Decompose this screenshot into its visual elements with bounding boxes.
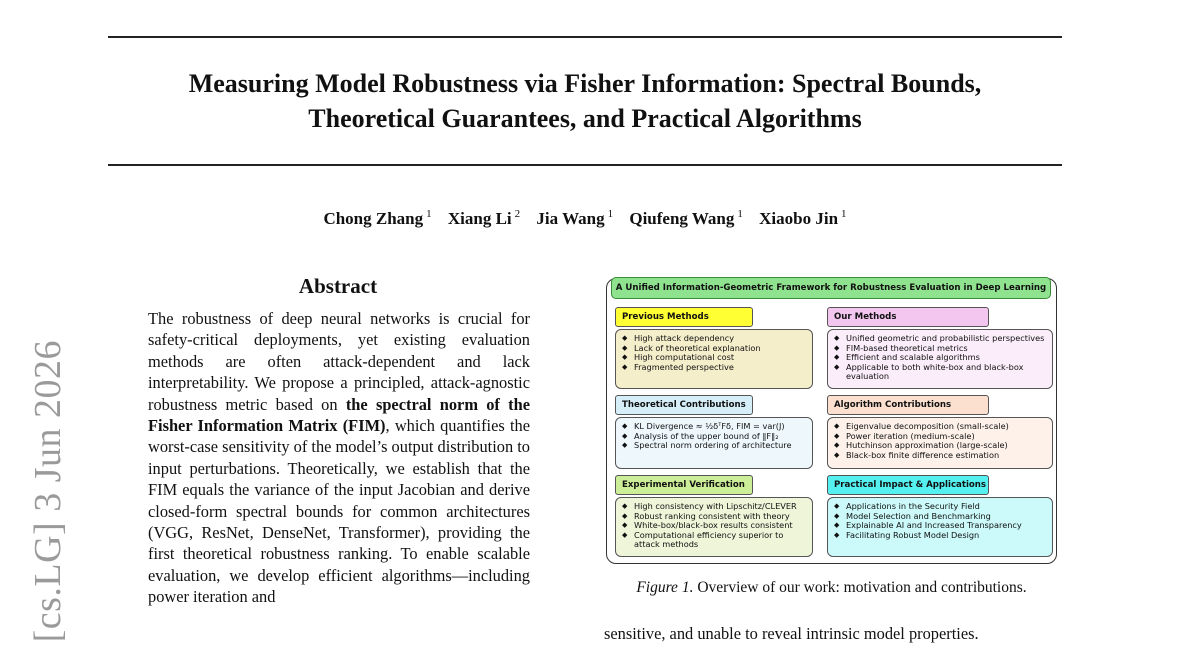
experimental-verification-tag: Experimental Verification bbox=[615, 475, 753, 495]
bullet-item: Spectral norm ordering of architecture bbox=[622, 441, 808, 451]
abstract-heading: Abstract bbox=[298, 274, 378, 298]
practical-impact-panel: Applications in the Security FieldModel … bbox=[827, 497, 1053, 557]
bullet-item: Explainable AI and Increased Transparenc… bbox=[834, 521, 1048, 531]
bullet-item: Lack of theoretical explanation bbox=[622, 343, 808, 354]
bullet-item: Black-box finite difference estimation bbox=[834, 450, 1048, 461]
bullet-item: Applicable to both white-box and black-b… bbox=[834, 362, 1048, 382]
bullet-item: Facilitating Robust Model Design bbox=[834, 530, 1048, 541]
bullet-item: Eigenvalue decomposition (small-scale) bbox=[834, 421, 1048, 432]
title-line-1: Measuring Model Robustness via Fisher In… bbox=[188, 69, 982, 98]
figure-header: A Unified Information-Geometric Framewor… bbox=[611, 277, 1051, 299]
previous-methods-tag: Previous Methods bbox=[615, 307, 753, 327]
our-methods-tag: Our Methods bbox=[827, 307, 989, 327]
algorithm-contributions-panel: Eigenvalue decomposition (small-scale)Po… bbox=[827, 417, 1053, 469]
bullet-item: Computational efficiency superior to att… bbox=[622, 530, 808, 550]
figure-caption: Figure 1. Overview of our work: motivati… bbox=[636, 579, 1027, 596]
bullet-item: Hutchinson approximation (large-scale) bbox=[834, 441, 1048, 451]
figure-label: Figure 1. bbox=[636, 579, 694, 596]
top-rule bbox=[108, 36, 1062, 38]
bullet-item: High attack dependency bbox=[622, 333, 808, 344]
our-methods-panel: Unified geometric and probabilistic pers… bbox=[827, 329, 1053, 389]
bullet-item: Analysis of the upper bound of ‖F‖₂ bbox=[622, 431, 808, 442]
right-column-text: sensitive, and unable to reveal intrinsi… bbox=[604, 624, 979, 643]
bullet-item: White-box/black-box results consistent bbox=[622, 521, 808, 531]
theoretical-contributions-panel: KL Divergence ≈ ½δᵀFδ, FIM = var(J)Analy… bbox=[615, 417, 813, 469]
bullet-item: KL Divergence ≈ ½δᵀFδ, FIM = var(J) bbox=[622, 421, 808, 432]
bullet-item: High computational cost bbox=[622, 353, 808, 363]
bullet-item: Model Selection and Benchmarking bbox=[834, 511, 1048, 522]
bullet-item: High consistency with Lipschitz/CLEVER bbox=[622, 501, 808, 512]
bottom-rule bbox=[108, 164, 1062, 166]
previous-methods-panel: High attack dependencyLack of theoretica… bbox=[615, 329, 813, 389]
bullet-item: Robust ranking consistent with theory bbox=[622, 511, 808, 522]
title-line-2: Theoretical Guarantees, and Practical Al… bbox=[308, 104, 862, 133]
algorithm-contributions-tag: Algorithm Contributions bbox=[827, 395, 989, 415]
abstract-body: The robustness of deep neural networks i… bbox=[148, 309, 530, 607]
bullet-item: Unified geometric and probabilistic pers… bbox=[834, 333, 1048, 344]
bullet-item: Power iteration (medium-scale) bbox=[834, 431, 1048, 442]
theoretical-contributions-tag: Theoretical Contributions bbox=[615, 395, 753, 415]
figure-1: A Unified Information-Geometric Framewor… bbox=[606, 277, 1057, 564]
paper-title: Measuring Model Robustness via Fisher In… bbox=[108, 66, 1062, 136]
abstract-bold-phrase: the spectral norm of the Fisher Informat… bbox=[148, 394, 530, 436]
bullet-item: Fragmented perspective bbox=[622, 362, 808, 373]
arxiv-stamp: [cs.LG] 3 Jun 2026 bbox=[27, 340, 69, 643]
bullet-item: FIM-based theoretical metrics bbox=[834, 343, 1048, 354]
experimental-verification-panel: High consistency with Lipschitz/CLEVERRo… bbox=[615, 497, 813, 557]
bullet-item: Efficient and scalable algorithms bbox=[834, 353, 1048, 363]
practical-impact-tag: Practical Impact & Applications bbox=[827, 475, 989, 495]
bullet-item: Applications in the Security Field bbox=[834, 501, 1048, 512]
